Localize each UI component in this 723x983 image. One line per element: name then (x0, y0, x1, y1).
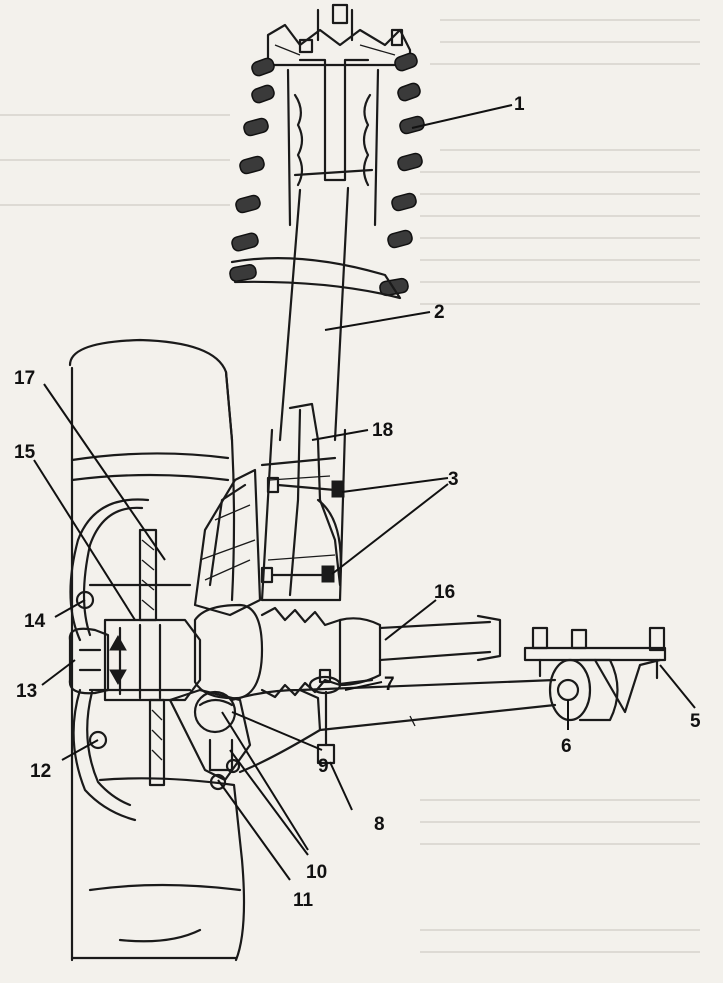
label-17: 17 (14, 368, 35, 389)
shock-absorber (260, 3, 380, 602)
leader-11 (217, 779, 291, 881)
leader-2 (324, 311, 431, 331)
leader-16 (384, 599, 437, 641)
leader-13 (41, 659, 76, 686)
ball-joint (193, 690, 237, 772)
label-14: 14 (24, 611, 46, 632)
leader-3b (331, 483, 449, 575)
leader-12 (61, 739, 99, 761)
label-2: 2 (434, 302, 445, 323)
lower-control-arm (230, 678, 557, 774)
arm-bushing (548, 658, 619, 722)
coil-spring (229, 52, 425, 300)
leader-17 (43, 383, 166, 561)
knuckle-bolts (209, 758, 241, 791)
leader-10a (221, 711, 309, 851)
label-1: 1 (514, 94, 525, 115)
steering-knuckle (168, 468, 262, 782)
body-bracket (523, 626, 667, 714)
leader-7 (344, 681, 383, 691)
label-11: 11 (293, 890, 314, 911)
label-15: 15 (14, 442, 36, 463)
label-5: 5 (690, 711, 701, 732)
leader-8 (329, 761, 353, 811)
tire (68, 338, 246, 962)
strut-bracket (267, 402, 342, 597)
label-13: 13 (16, 681, 37, 702)
label-9: 9 (318, 756, 329, 777)
strut-bolt-upper (266, 476, 345, 498)
label-10: 10 (306, 862, 327, 883)
drive-shaft (378, 614, 502, 662)
leader-14 (54, 599, 86, 618)
leader-9 (231, 711, 323, 751)
strut-bolt-lower (260, 565, 335, 584)
brake-disc (138, 528, 166, 787)
leader-18 (311, 429, 369, 441)
label-6: 6 (561, 736, 572, 757)
label-18: 18 (372, 420, 393, 441)
leader-lines (33, 104, 696, 881)
cv-joint-boot (193, 603, 382, 700)
callout-labels: 1 2 3 5 6 7 8 9 10 11 12 13 14 15 16 17 … (14, 94, 701, 911)
strut-top-mount (266, 23, 412, 67)
leader-15 (33, 459, 136, 621)
label-12: 12 (30, 761, 51, 782)
leader-5 (659, 664, 696, 709)
leader-1 (411, 104, 513, 129)
label-16: 16 (434, 582, 455, 603)
stabilizer-link (308, 668, 374, 765)
label-7: 7 (384, 674, 395, 695)
bleed-through-text (0, 19, 700, 953)
leader-3a (341, 477, 449, 493)
leader-10b (229, 749, 309, 856)
label-3: 3 (448, 469, 459, 490)
label-8: 8 (374, 814, 385, 835)
wheel-hub (68, 590, 202, 750)
